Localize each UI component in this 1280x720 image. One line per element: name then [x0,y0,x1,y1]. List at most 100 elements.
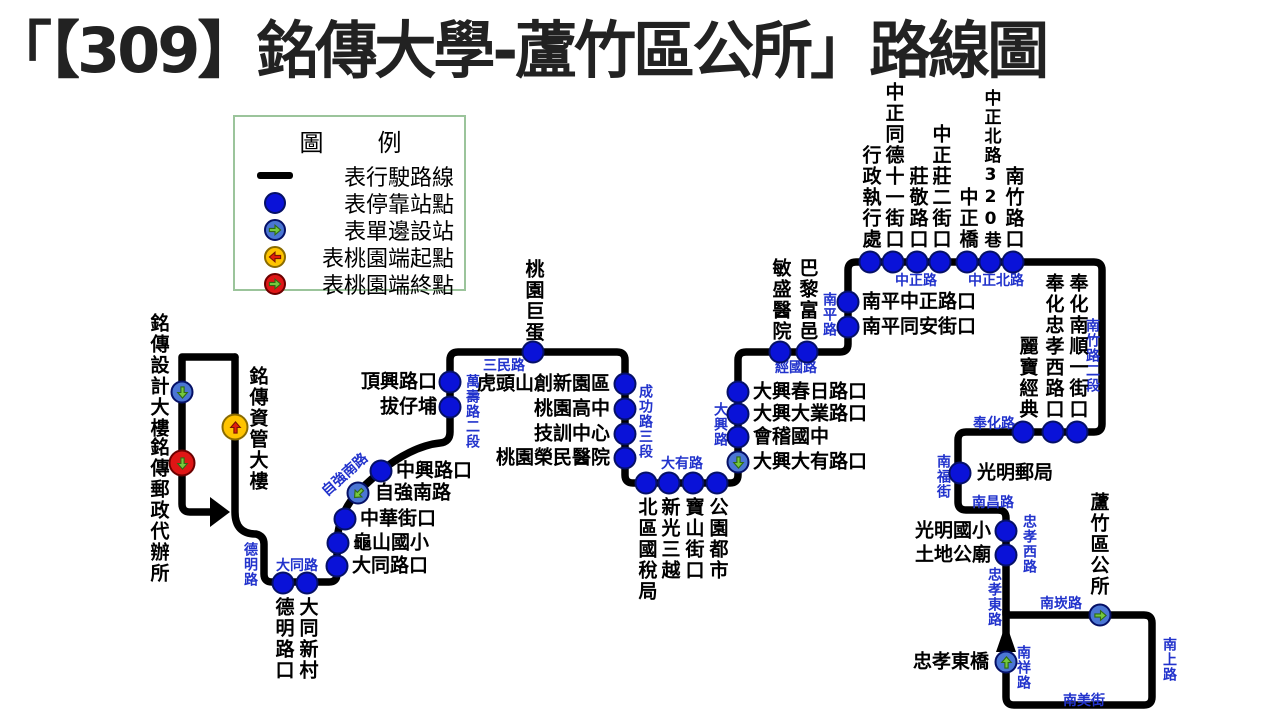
stop-dot-zhuangjing-rd-intersection [905,250,929,274]
stop-label-zhuangjing-rd-intersection: 莊敬路口 [906,166,929,250]
stop-dot-taoyuan-veterans-hospital [613,446,637,470]
stop-dot-symbol [264,191,286,214]
main-route-line [231,258,1106,619]
stop-dot-guangming-elementary [994,519,1018,543]
stop-dot-luzhu-district-office [1088,603,1112,627]
stop-label-shin-kong-mitsukoshi: 新光三越 [658,497,681,581]
stop-label-fenghua-nanshun-1st-st: 奉化南順一街口 [1066,273,1089,420]
stop-label-administrative-enforcement-agency: 行政執行處 [859,145,882,250]
stop-dot-guishan-elementary [326,531,350,555]
stop-dot-datong-new-village [295,571,319,595]
stop-dot-zhongxing-rd-intersection [369,459,393,483]
road-label-datong-rd: 大同路 [276,558,318,574]
campus-loop-line [178,353,239,516]
legend-label: 表停靠站點 [343,192,454,218]
stop-dot-baoshan-st-intersection [681,471,705,495]
road-label-nanshang-rd: 南上路 [1161,637,1177,682]
stop-dot-datong-rd-intersection [325,554,349,578]
stop-label-zhongzheng-zhuang-2nd-st: 中正莊二街口 [929,124,952,250]
stop-dot-zhongzheng-bridge [955,250,979,274]
stop-label-daxing-daye-rd: 大興大業路口 [753,402,868,425]
stop-label-zhongzheng-tongde-11th-st: 中正同德十一街口 [882,82,905,250]
stop-dot-daxing-chunri-rd [726,380,750,404]
road-label-zhongzheng-n-rd: 中正北路 [968,273,1024,289]
legend-label: 表單邊設站 [343,219,454,245]
stop-dot-zhongzheng-zhuang-2nd-st [928,250,952,274]
legend-row-single-side: 表單邊設站 [249,216,454,245]
stop-dot-zhongzheng-n-rd-lane-320 [978,250,1002,274]
road-label-nanchang-rd: 南昌路 [972,495,1014,511]
stop-label-bali-fuyi: 巴黎富邑 [796,258,819,342]
stop-dot-mingchuan-im-building [221,413,249,441]
road-label-zhongxiao-e-rd: 忠孝東路 [986,567,1002,627]
stop-label-zhonghua-st-intersection: 中華街口 [360,507,437,530]
stop-label-fenghua-zhongxiao-w-rd: 奉化忠孝西路口 [1042,273,1065,420]
stop-dot-mingchuan-design-building [170,380,194,404]
road-label-nanxiang-rd: 南祥路 [1015,645,1031,690]
stop-dot-fenghua-nanshun-1st-st [1065,420,1089,444]
road-label-nanfu-st: 南福街 [935,454,951,499]
road-label-nankan-rd: 南崁路 [1040,596,1082,612]
stop-label-datong-rd-intersection: 大同路口 [352,554,429,577]
stop-label-taoyuan-veterans-hospital: 桃園榮民醫院 [495,446,610,469]
taoyuan-terminal-symbol [264,272,286,295]
stop-dot-bazipu [438,395,462,419]
stop-dot-bali-fuyi [795,340,819,364]
stop-label-guangming-post-office: 光明郵局 [977,461,1054,484]
road-label-sanmin-rd: 三民路 [483,358,525,374]
stop-dot-mingchuan-postal-agency [168,449,196,477]
stop-label-nanping-zhongzheng-rd: 南平中正路口 [862,290,977,313]
stop-label-mingchuan-design-building: 銘傳設計大樓 [147,313,170,439]
stop-label-luzhu-district-office: 蘆竹區公所 [1087,492,1110,597]
stop-dot-park-city [705,471,729,495]
stop-dot-daxing-dayou-rd [726,450,750,474]
stop-dot-zhongxiao-e-bridge [994,650,1018,674]
stop-dot-libao-classic [1011,420,1035,444]
stop-label-bazipu: 拔仔埔 [379,395,437,418]
stop-dot-taoyuan-arena [521,340,545,364]
campus-direction-arrow [210,497,230,527]
stop-dot-nanping-tongan-st [836,315,860,339]
stop-dot-north-district-tax-bureau [634,471,658,495]
taoyuan-origin-symbol [264,245,286,268]
stop-label-daxing-chunri-rd: 大興春日路口 [753,380,868,403]
legend-row-terminal: 表桃園端終點 [249,270,454,299]
terminal-loop-line [1002,607,1156,709]
road-label-jingguo-rd: 經國路 [775,360,817,376]
stop-dot-hutoushan-innovation-park [613,372,637,396]
stop-label-nanping-tongan-st: 南平同安街口 [862,315,977,338]
road-label-chenggong-rd-sec3: 成功路三段 [637,384,653,459]
stop-label-ziqiang-s-rd: 自強南路 [375,481,452,504]
stop-label-zhongzheng-bridge: 中正橋 [956,187,979,250]
single-side-stop-symbol [264,218,286,241]
stop-dot-daxing-daye-rd [726,402,750,426]
stop-dot-dingxing-rd-intersection [438,370,462,394]
stop-label-libao-classic: 麗寶經典 [1016,336,1039,420]
page-title: 「【309】銘傳大學-蘆竹區公所」路線圖 [0,14,1049,87]
stop-label-skills-training-center: 技訓中心 [533,422,610,445]
stop-label-zhongxing-rd-intersection: 中興路口 [396,459,473,482]
road-label-fenghua-rd: 奉化路 [973,416,1015,432]
stop-label-north-district-tax-bureau: 北區國稅局 [635,497,658,602]
stop-dot-zhongzheng-tongde-11th-st [881,250,905,274]
road-label-deming-rd: 德明路 [242,542,258,587]
road-label-wanshou-rd-sec2: 萬壽路二段 [464,374,480,449]
stop-label-datong-new-village: 大同新村 [296,597,319,681]
stop-dot-nanping-zhongzheng-rd [836,290,860,314]
stop-dot-taoyuan-high-school [613,397,637,421]
stop-dot-land-temple [994,543,1018,567]
stop-dot-fenghua-zhongxiao-w-rd [1041,420,1065,444]
stop-dot-deming-rd-intersection [271,571,295,595]
stop-label-taoyuan-arena: 桃園巨蛋 [522,259,545,343]
legend-title: 圖 例 [299,129,404,157]
stop-label-hutoushan-innovation-park: 虎頭山創新園區 [476,372,610,395]
legend-label: 表行駛路線 [343,165,454,191]
loop-direction-arrow [996,623,1016,652]
stop-label-mingchuan-im-building: 銘傳資管大樓 [246,366,269,492]
legend-row-stop: 表停靠站點 [249,189,454,218]
stop-label-baoshan-st-intersection: 寶山街口 [682,497,705,581]
legend-label: 表桃園端終點 [321,273,454,299]
stop-label-guishan-elementary: 龜山國小 [353,531,430,554]
